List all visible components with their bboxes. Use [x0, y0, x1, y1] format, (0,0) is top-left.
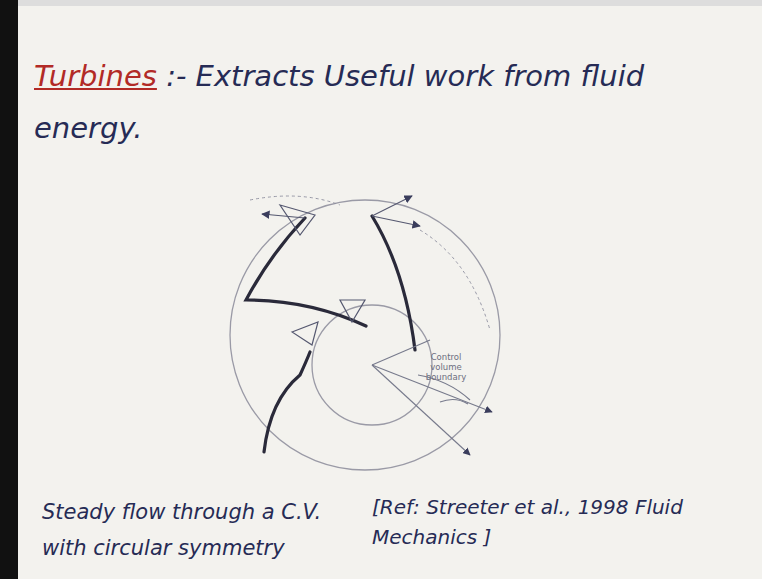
velocity-triangles — [262, 196, 420, 345]
heading: Turbines :- Extracts Useful work from fl… — [34, 50, 724, 154]
title: Turbines — [34, 59, 157, 93]
turbine-blades — [246, 216, 415, 452]
radial-lines — [372, 340, 492, 455]
outer-circle — [230, 200, 500, 470]
boundary-note: Control volume boundary — [420, 352, 472, 382]
spacer — [157, 59, 166, 93]
flow-guides — [250, 196, 490, 330]
note-text: Steady flow through a C.V. with circular… — [42, 494, 352, 566]
frame-edge — [18, 0, 762, 6]
reference-text: [Ref: Streeter et al., 1998 Fluid Mechan… — [372, 492, 712, 552]
frame-edge — [0, 0, 18, 579]
